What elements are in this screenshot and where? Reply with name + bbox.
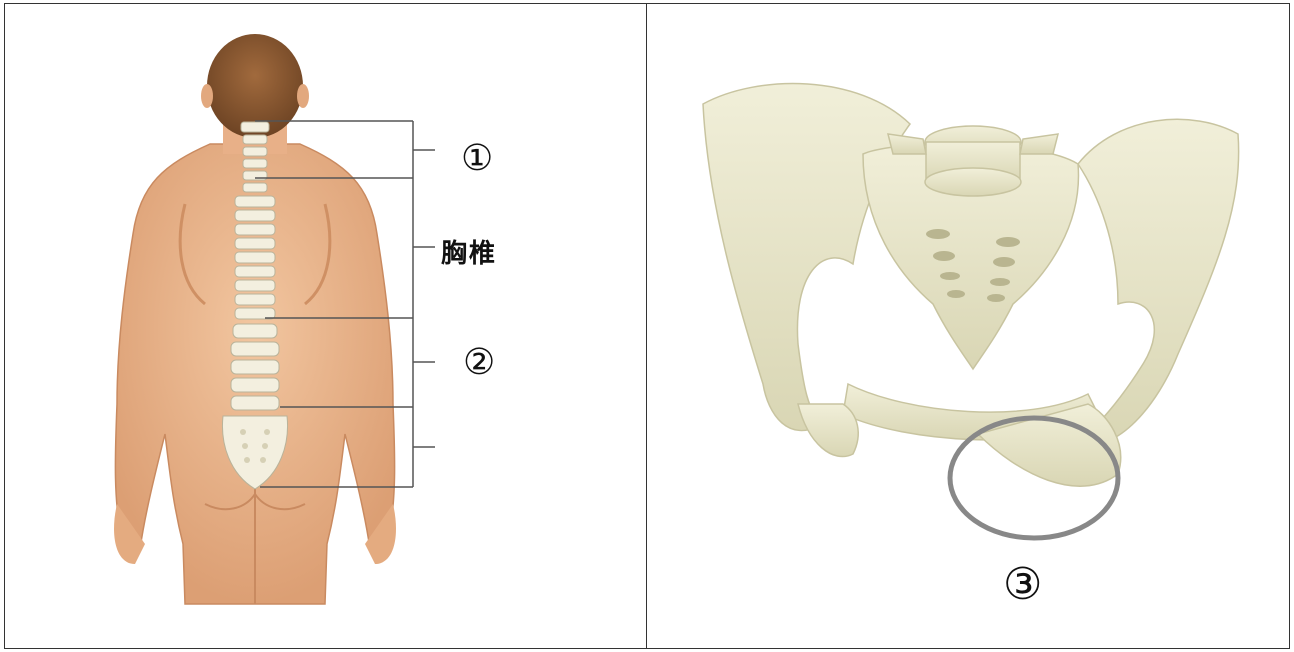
pelvis-bone [703, 84, 1239, 487]
pelvis-panel: ③ [648, 4, 1289, 648]
back-spine-illustration [5, 4, 645, 648]
pelvis-illustration [648, 4, 1289, 648]
right-ear [297, 84, 309, 108]
label-circled-2: ② [463, 342, 495, 383]
label-circled-1: ① [461, 138, 493, 179]
label-thoracic-vertebrae: 胸椎 [441, 233, 497, 270]
left-ear [201, 84, 213, 108]
column-divider [646, 3, 647, 649]
label-circled-3: ③ [1003, 559, 1042, 610]
back-spine-panel: ① 胸椎 ② [5, 4, 645, 648]
